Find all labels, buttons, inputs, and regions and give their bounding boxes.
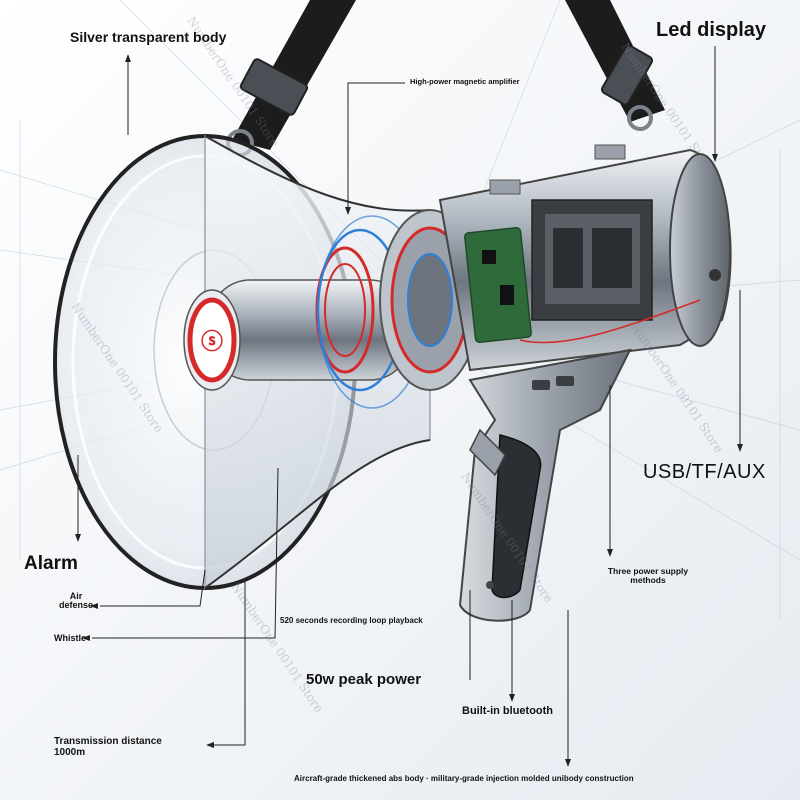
label-bluetooth: Built-in bluetooth bbox=[462, 705, 554, 717]
label-air-defense: Air defense bbox=[58, 591, 93, 611]
label-led-display: Led display bbox=[656, 19, 767, 41]
brand-logo-icon: ⓢ bbox=[201, 329, 223, 355]
label-silver-transparent-body: Silver transparent body bbox=[70, 29, 227, 45]
label-magnetic-amplifier: High-power magnetic amplifier bbox=[410, 77, 520, 86]
pistol-grip bbox=[458, 348, 632, 622]
label-alarm: Alarm bbox=[24, 553, 78, 574]
label-three-power-supply: Three power supply methods bbox=[607, 566, 689, 585]
label-construction: Aircraft-grade thickened abs body · mili… bbox=[294, 774, 634, 783]
main-body bbox=[438, 144, 732, 372]
callout-lines bbox=[77, 46, 741, 765]
callout-arrowheads bbox=[75, 54, 743, 767]
label-whistle: Whistle bbox=[54, 633, 87, 643]
label-recording-loop: 520 seconds recording loop playback bbox=[280, 616, 423, 625]
label-transmission-distance: Transmission distance 1000m bbox=[54, 736, 162, 758]
label-usb-tf-aux: USB/TF/AUX bbox=[643, 461, 766, 483]
trigger bbox=[469, 428, 506, 477]
label-peak-power: 50w peak power bbox=[306, 671, 422, 688]
circuit-board bbox=[464, 227, 532, 343]
driver-unit: ⓢ bbox=[183, 209, 481, 409]
